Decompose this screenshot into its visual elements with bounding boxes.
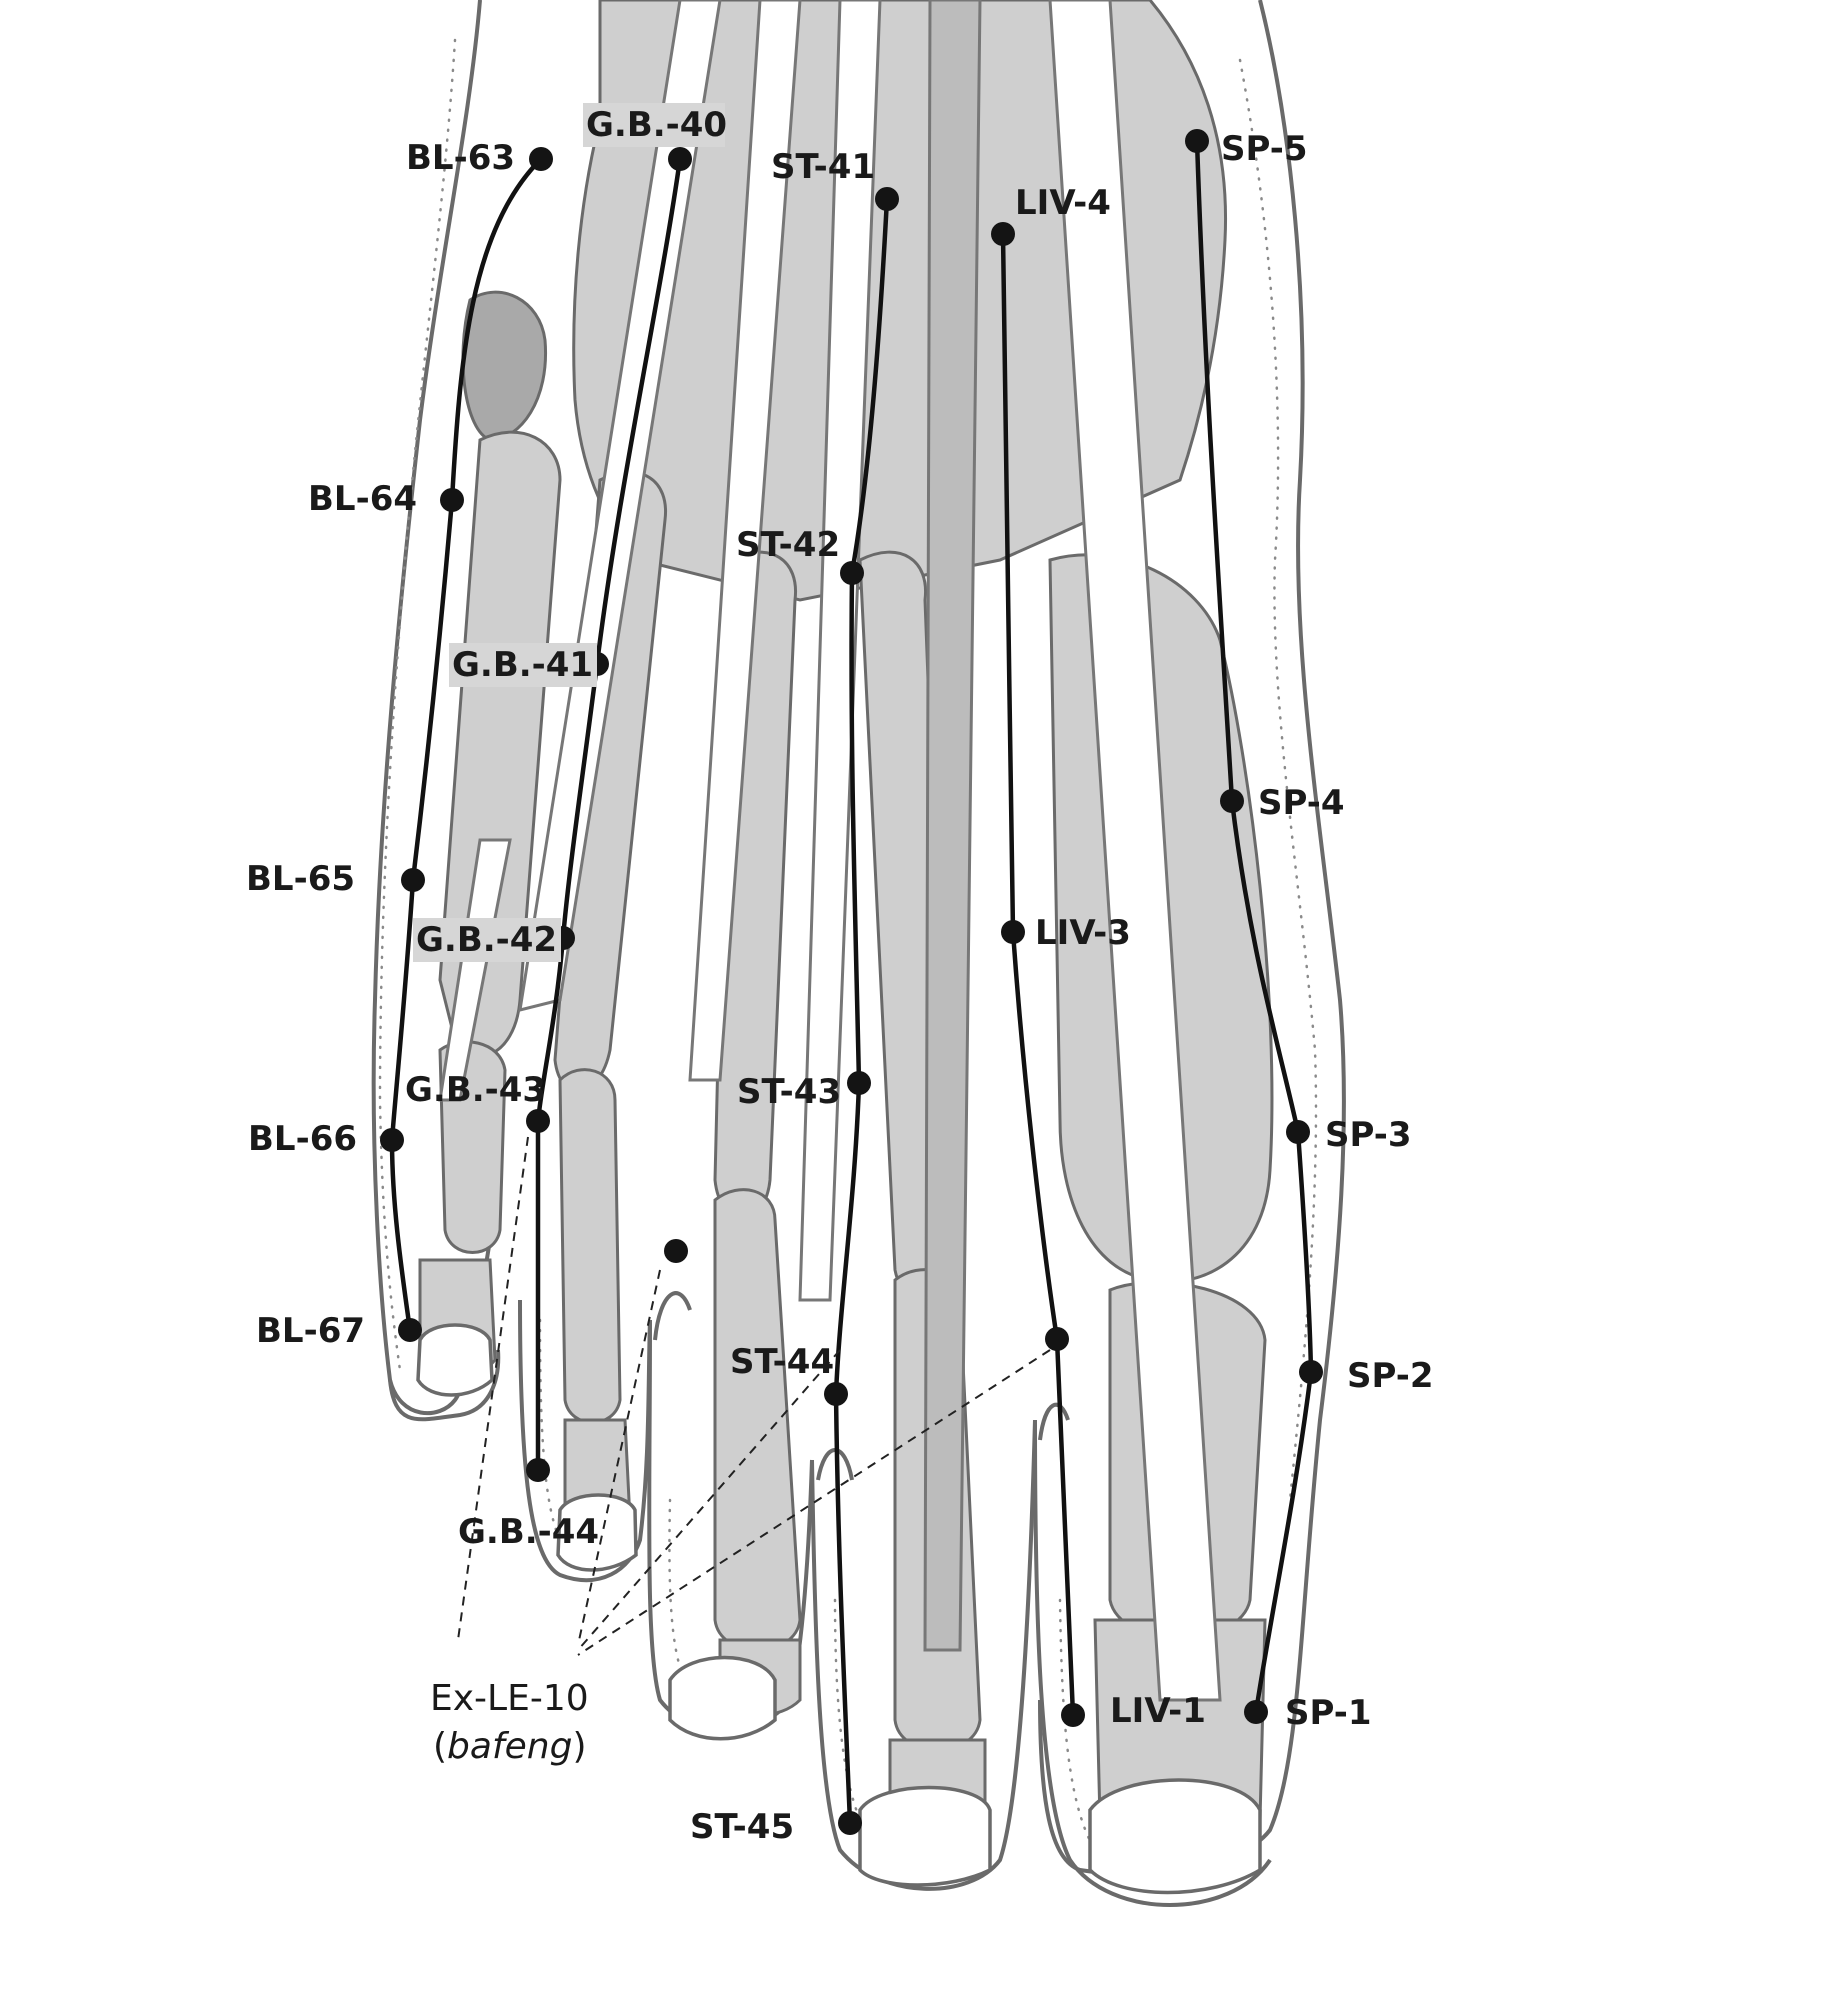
label-st-45: ST-45 (690, 1807, 794, 1847)
acupoints (380, 129, 1323, 1835)
point-bl-66 (380, 1128, 404, 1152)
point-st-42 (840, 561, 864, 585)
label-gb-41: G.B.-41 (452, 645, 593, 685)
point-gb-40 (668, 147, 692, 171)
liver-channel (1000, 231, 1076, 1718)
point-gb-44 (526, 1458, 550, 1482)
label-sp-2: SP-2 (1347, 1356, 1434, 1396)
label-gb-43: G.B.-43 (405, 1070, 546, 1110)
tuberosity (461, 290, 548, 442)
label-st-42: ST-42 (736, 525, 840, 565)
bladder-channel (389, 156, 544, 1333)
label-sp-3: SP-3 (1325, 1115, 1412, 1155)
point-st-44 (824, 1382, 848, 1406)
spleen-channel (1194, 138, 1314, 1715)
bafeng-alias: bafeng (447, 1726, 572, 1767)
label-liv-4: LIV-4 (1015, 183, 1111, 223)
point-liv-2 (1045, 1327, 1069, 1351)
label-gb-42: G.B.-42 (416, 920, 557, 960)
point-bl-65 (401, 868, 425, 892)
point-labels: BL-63 BL-64 BL-65 BL-66 BL-67 G.B.-40 G.… (246, 103, 1434, 1847)
point-liv-3 (1001, 920, 1025, 944)
label-st-41: ST-41 (771, 147, 875, 187)
point-gb-43 (526, 1109, 550, 1133)
label-gb-40: G.B.-40 (586, 105, 727, 145)
label-bl-65: BL-65 (246, 859, 355, 899)
point-bl-64 (440, 488, 464, 512)
bafeng-leaders (457, 1136, 1051, 1656)
label-bafeng: (bafeng) (433, 1726, 587, 1767)
gallbladder-channel (535, 156, 683, 1473)
label-gb-44: G.B.-44 (458, 1512, 599, 1552)
point-ex-le-10 (664, 1239, 688, 1263)
point-sp-1 (1244, 1700, 1268, 1724)
point-bl-67 (398, 1318, 422, 1342)
label-st-44: ST-44 (730, 1342, 834, 1382)
label-bl-67: BL-67 (256, 1311, 365, 1351)
label-bl-63: BL-63 (406, 138, 515, 178)
label-st-43: ST-43 (737, 1072, 841, 1112)
label-bl-64: BL-64 (308, 479, 417, 519)
stomach-channel (833, 196, 890, 1826)
point-st-41 (875, 187, 899, 211)
label-sp-5: SP-5 (1221, 129, 1308, 169)
toenails (416, 1323, 1262, 1895)
point-sp-5 (1185, 129, 1209, 153)
point-sp-4 (1220, 789, 1244, 813)
bafeng-close-paren: ) (572, 1726, 586, 1767)
label-sp-4: SP-4 (1258, 783, 1345, 823)
label-liv-1: LIV-1 (1110, 1691, 1206, 1731)
point-liv-4 (991, 222, 1015, 246)
point-sp-3 (1286, 1120, 1310, 1144)
point-bl-63 (529, 147, 553, 171)
point-liv-1 (1061, 1703, 1085, 1727)
point-st-43 (847, 1071, 871, 1095)
label-ex-le-10: Ex-LE-10 (430, 1678, 589, 1719)
label-bl-66: BL-66 (248, 1119, 357, 1159)
point-st-45 (838, 1811, 862, 1835)
bafeng-open-paren: ( (433, 1726, 447, 1767)
point-sp-2 (1299, 1360, 1323, 1384)
channel-lines (389, 138, 1314, 1826)
label-sp-1: SP-1 (1285, 1693, 1372, 1733)
label-liv-3: LIV-3 (1035, 913, 1131, 953)
